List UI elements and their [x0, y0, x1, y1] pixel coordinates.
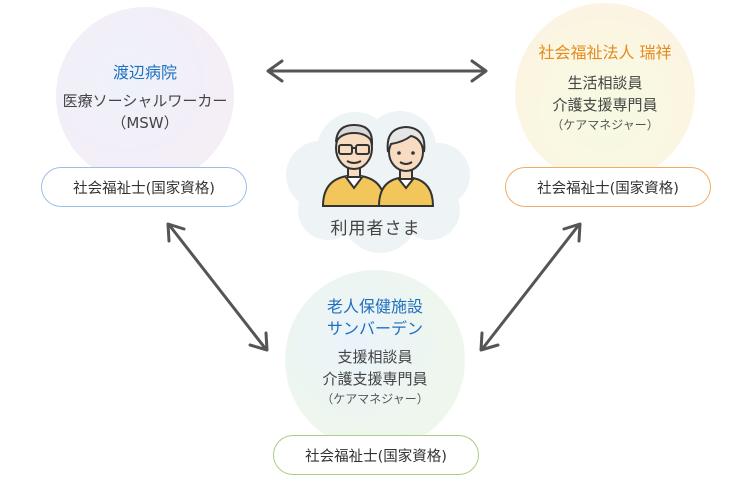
arrow-welfare-facility — [479, 222, 582, 352]
care-facility-name-2: サンバーデン — [326, 319, 423, 338]
care-facility-circle — [285, 270, 465, 450]
hospital-role-abbr: （MSW） — [111, 114, 179, 132]
welfare-corp-role-2: 介護支援専門員 — [552, 96, 658, 114]
hospital-role: 医療ソーシャルワーカー — [62, 92, 228, 110]
care-facility-role-2: 介護支援専門員 — [322, 370, 428, 388]
care-facility-role-2-note: （ケアマネジャー） — [321, 392, 429, 406]
hospital-name: 渡辺病院 — [112, 63, 177, 82]
welfare-corp-circle — [515, 3, 695, 183]
users-label: 利用者さま — [330, 219, 421, 239]
welfare-corp-name: 社会福祉法人 瑞祥 — [538, 43, 672, 62]
care-facility-info: 老人保健施設 サンバーデン 支援相談員 介護支援専門員 （ケアマネジャー） — [285, 296, 465, 408]
care-facility-role-1: 支援相談員 — [337, 348, 413, 366]
hospital-circle — [56, 7, 234, 185]
arrow-hospital-facility — [166, 222, 269, 352]
welfare-corp-role-2-note: （ケアマネジャー） — [551, 118, 659, 132]
welfare-corp-role-1: 生活相談員 — [567, 74, 643, 92]
welfare-corp-info: 社会福祉法人 瑞祥 生活相談員 介護支援専門員 （ケアマネジャー） — [505, 42, 705, 134]
elderly-woman-icon — [377, 125, 435, 207]
elderly-couple-icon — [321, 123, 435, 207]
hospital-info: 渡辺病院 医療ソーシャルワーカー （MSW） — [56, 62, 234, 134]
hospital-qualification-badge: 社会福祉士(国家資格) — [41, 167, 247, 207]
care-facility-name-1: 老人保健施設 — [326, 297, 423, 316]
welfare-corp-qualification-badge: 社会福祉士(国家資格) — [505, 167, 711, 207]
care-facility-qualification-badge: 社会福祉士(国家資格) — [273, 435, 479, 475]
arrow-hospital-welfare — [266, 59, 488, 83]
